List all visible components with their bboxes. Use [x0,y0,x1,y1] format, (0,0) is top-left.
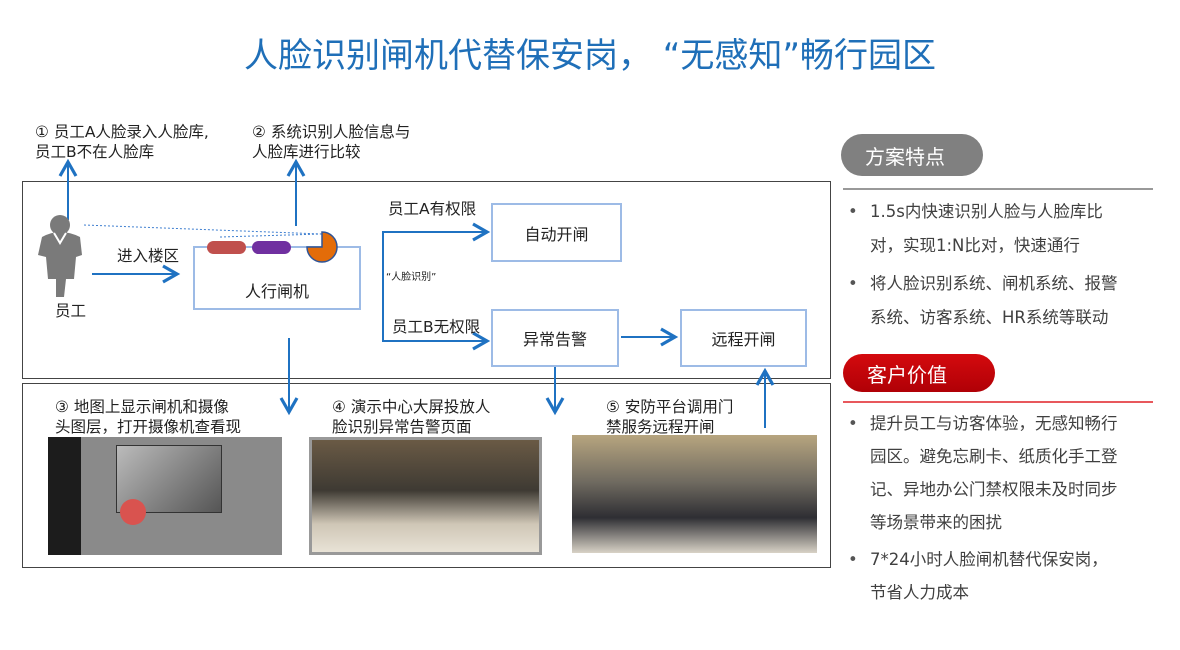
auto-open-label: 自动开闸 [524,224,589,244]
enter-label: 进入楼区 [117,247,180,265]
value-list: 提升员工与访客体验，无感知畅行园区。避免忘刷卡、纸质化手工登记、异地办公门禁权限… [846,407,1166,609]
step2-line: ② 系统识别人脸信息与 [252,123,411,141]
camera-icon [306,231,338,263]
remote-open-label: 远程开闸 [711,330,776,349]
employee-icon [38,215,82,297]
feature-line: 对，实现1:N比对，快速通行 [870,236,1080,255]
employee-label: 员工 [55,302,87,320]
alarm-box: 异常告警 [491,309,619,367]
flow-frame [22,181,831,379]
feature-line: 将人脸识别系统、闸机系统、报警 [870,274,1118,293]
step4-label: ④ 演示中心大屏投放人脸识别异常告警页面 [332,397,490,437]
demo-center-image [309,437,542,555]
step3-label: ③ 地图上显示闸机和摄像头图层，打开摄像机查看现 [55,397,241,437]
value-line: 等场景带来的困扰 [870,513,1002,532]
remote-open-box: 远程开闸 [680,309,807,367]
scenario-frame [22,383,831,568]
value-heading: 客户价值 [843,354,995,392]
branch-b-label: 员工B无权限 [392,318,481,336]
auto-open-box: 自动开闸 [491,203,622,262]
step5-line: 禁服务远程开闸 [606,418,715,436]
alarm-label: 异常告警 [522,330,587,349]
feature-line: 1.5s内快速识别人脸与人脸库比 [870,202,1103,221]
gate-sensor-purple [252,241,291,254]
step4-line: 脸识别异常告警页面 [332,418,472,436]
step3-line: 头图层，打开摄像机查看现 [55,418,242,436]
gate-sensor-red [207,241,246,254]
value-line: 7*24小时人脸闸机替代保安岗， [870,550,1108,569]
page-title: 人脸识别闸机代替保安岗， “无感知”畅行园区 [243,36,937,76]
value-item: 7*24小时人脸闸机替代保安岗， 节省人力成本 [846,543,1166,609]
step2-line: 人脸库进行比较 [252,143,361,161]
value-line: 园区。避免忘刷卡、纸质化手工登 [870,447,1118,466]
features-divider [843,188,1153,190]
feature-line: 系统、访客系统、HR系统等联动 [870,308,1109,327]
gate-label: 人行闸机 [244,282,309,301]
step1-line: ① 员工A人脸录入人脸库, [35,123,209,141]
features-heading: 方案特点 [841,134,983,176]
step5-label: ⑤ 安防平台调用门禁服务远程开闸 [606,397,733,437]
value-item: 提升员工与访客体验，无感知畅行园区。避免忘刷卡、纸质化手工登记、异地办公门禁权限… [846,407,1166,539]
face-rec-label: “人脸识别” [386,272,437,283]
value-line: 节省人力成本 [870,583,969,602]
value-line: 记、异地办公门禁权限未及时同步 [870,480,1118,499]
security-platform-image [572,435,817,553]
value-line: 提升员工与访客体验，无感知畅行 [870,414,1118,433]
step3-line: ③ 地图上显示闸机和摄像 [55,398,229,416]
step5-line: ⑤ 安防平台调用门 [606,398,734,416]
branch-a-label: 员工A有权限 [388,200,477,218]
step1-label: ① 员工A人脸录入人脸库, 员工B不在人脸库 [35,122,209,162]
step1-line: 员工B不在人脸库 [35,143,155,161]
value-divider [843,401,1153,403]
step4-line: ④ 演示中心大屏投放人 [332,398,491,416]
step2-label: ② 系统识别人脸信息与人脸库进行比较 [252,122,410,162]
map-screenshot-image [48,437,282,555]
